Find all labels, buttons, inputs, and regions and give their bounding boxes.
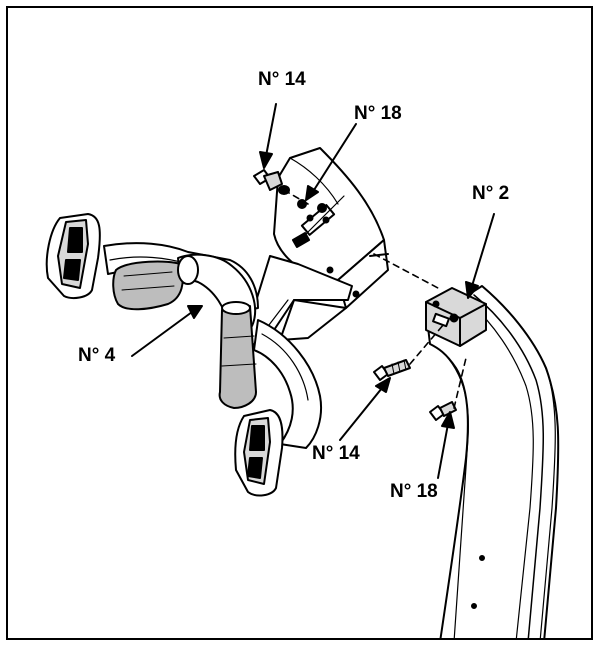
- assembly-diagram: [45, 103, 560, 638]
- callout-n18-top: N° 18: [354, 103, 402, 124]
- left-end-cap: [45, 213, 101, 299]
- callout-n18-bottom: N° 18: [390, 481, 438, 502]
- callout-n4: N° 4: [78, 345, 116, 366]
- alignment-lines: [283, 189, 467, 409]
- lower-bolt: [373, 359, 411, 381]
- callout-n14-top: N° 14: [258, 69, 306, 90]
- top-bolt: [253, 169, 290, 195]
- lower-end-cap: [234, 409, 284, 497]
- support-strut: [243, 255, 353, 349]
- leader-arrows: [131, 103, 495, 479]
- main-frame-post: [425, 285, 560, 638]
- handlebar: [103, 242, 322, 449]
- lower-washer: [429, 401, 457, 421]
- callout-n2: N° 2: [472, 183, 510, 204]
- callout-n14-bottom: N° 14: [312, 443, 360, 464]
- diagram-frame: N° 14 N° 18 N° 2 N° 4 N° 14 N° 18: [6, 6, 593, 640]
